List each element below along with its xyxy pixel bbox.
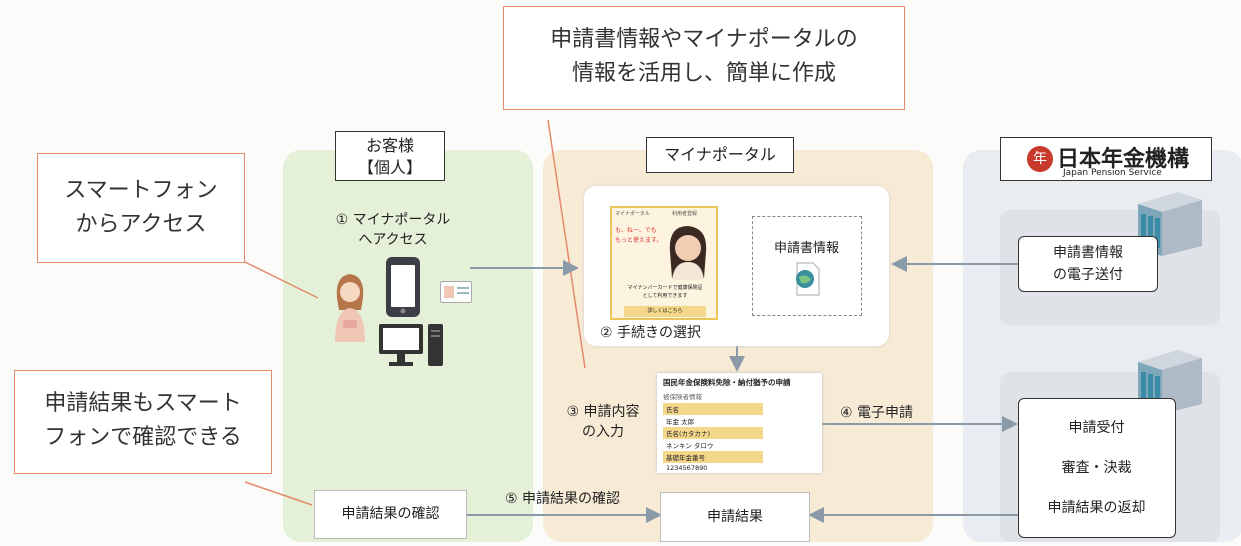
phone-caption-line2: として利用できます — [642, 293, 688, 299]
result-check-text: 申請結果の確認 — [341, 506, 440, 522]
step3-line1: ③ 申請内容 — [566, 404, 640, 420]
person-icon — [335, 274, 365, 342]
portal-label-text: マイナポータル — [664, 145, 776, 164]
document-globe-icon — [796, 262, 820, 296]
electronic-send-line1: 申請書情報 — [1053, 245, 1123, 261]
phone-screen: マイナポータル 利用者登録 も、ねー、でも もっと使えます。 マイナンバーカード… — [610, 206, 718, 320]
form-rows: 氏名 年金 太郎 氏名(カタカナ) ネンキン タロウ 基礎年金番号 123456… — [663, 403, 763, 473]
jps-logo: 年 日本年金機構 Japan Pension Service — [1000, 137, 1212, 181]
form-row-value[interactable]: ネンキン タロウ — [666, 442, 714, 450]
customer-label-line1: お客様 — [365, 136, 414, 155]
jps-step-review: 審査・決裁 — [1061, 460, 1132, 476]
application-form: 国民年金保険料免除・納付猶予の申請 被保険者情報 氏名 年金 太郎 氏名(カタカ… — [657, 373, 822, 473]
smartphone-icon — [386, 257, 420, 317]
phone-hero-line1: も、ねー、でも — [615, 227, 657, 234]
callout-left-bottom-line2: フォンで確認できる — [44, 425, 242, 450]
form-row-label: 氏名 — [663, 403, 763, 415]
jps-step-receive: 申請受付 — [1068, 420, 1125, 436]
form-section: 被保険者情報 — [663, 393, 702, 401]
callout-top-line2: 情報を活用し、簡単に作成 — [571, 61, 836, 86]
woman-photo-icon — [669, 226, 707, 280]
jps-process-box: 申請受付 審査・決裁 申請結果の返却 — [1018, 398, 1176, 538]
result-check-box[interactable]: 申請結果の確認 — [314, 490, 467, 539]
callout-line-left-top — [244, 261, 319, 299]
phone-screen-caption: マイナンバーカードで健康保険証 として利用できます — [615, 284, 715, 300]
application-info-label: 申請書情報 — [773, 241, 839, 256]
step1-label: ① マイナポータル へアクセス — [318, 210, 468, 250]
portal-label: マイナポータル — [646, 137, 794, 173]
electronic-send-line2: の電子送付 — [1053, 267, 1123, 283]
phone-caption-line1: マイナンバーカードで健康保険証 — [627, 285, 703, 291]
jps-step-return: 申請結果の返却 — [1047, 500, 1146, 516]
result-box: 申請結果 — [660, 492, 810, 542]
jps-emblem-icon: 年 — [1027, 146, 1053, 172]
customer-label-line2: 【個人】 — [357, 158, 422, 177]
phone-screen-hero: も、ねー、でも もっと使えます。 — [615, 226, 662, 246]
form-row-label: 基礎年金番号 — [663, 451, 763, 463]
form-row-value[interactable]: 年金 太郎 — [666, 418, 695, 426]
step5-label: ⑤ 申請結果の確認 — [505, 491, 621, 507]
application-info-box: 申請書情報 — [752, 216, 862, 316]
callout-top-line1: 申請書情報やマイナポータルの — [550, 27, 858, 52]
jps-name-en: Japan Pension Service — [1063, 168, 1162, 178]
step3-line2: の入力 — [582, 424, 624, 440]
phone-screen-header-right: 利用者登録 — [672, 211, 698, 217]
jps-name: 日本年金機構 — [1057, 147, 1190, 172]
customer-label: お客様 【個人】 — [335, 131, 445, 181]
result-text: 申請結果 — [707, 509, 763, 525]
callout-left-bottom: 申請結果もスマート フォンで確認できる — [14, 370, 272, 474]
step2-label: ② 手続きの選択 — [600, 325, 702, 341]
form-title: 国民年金保険料免除・納付猶予の申請 — [663, 378, 791, 387]
callout-top: 申請書情報やマイナポータルの 情報を活用し、簡単に作成 — [503, 6, 905, 110]
callout-left-top: スマートフォン からアクセス — [37, 153, 245, 263]
callout-line-left-bottom — [244, 481, 313, 506]
callout-left-top-line1: スマートフォン — [64, 178, 218, 203]
electronic-send-box: 申請書情報 の電子送付 — [1018, 236, 1158, 292]
callout-left-bottom-line1: 申請結果もスマート — [44, 391, 242, 416]
phone-button-label: 詳しくはこちら — [647, 308, 683, 314]
mynumber-card-icon — [440, 281, 472, 303]
desktop-pc-icon — [379, 324, 443, 366]
step4-label: ④ 電子申請 — [840, 405, 914, 421]
step3-label: ③ 申請内容 の入力 — [560, 402, 646, 442]
step1-line2: へアクセス — [358, 232, 428, 248]
phone-hero-line2: もっと使えます。 — [615, 237, 663, 244]
step1-line1: ① マイナポータル — [335, 212, 451, 228]
callout-line-top — [547, 119, 586, 369]
form-row-value[interactable]: 1234567890 — [666, 464, 708, 472]
callout-left-top-line2: からアクセス — [75, 212, 207, 237]
phone-screen-button[interactable]: 詳しくはこちら — [624, 306, 706, 317]
phone-screen-header-left: マイナポータル — [615, 211, 650, 217]
form-row-label: 氏名(カタカナ) — [663, 427, 763, 439]
